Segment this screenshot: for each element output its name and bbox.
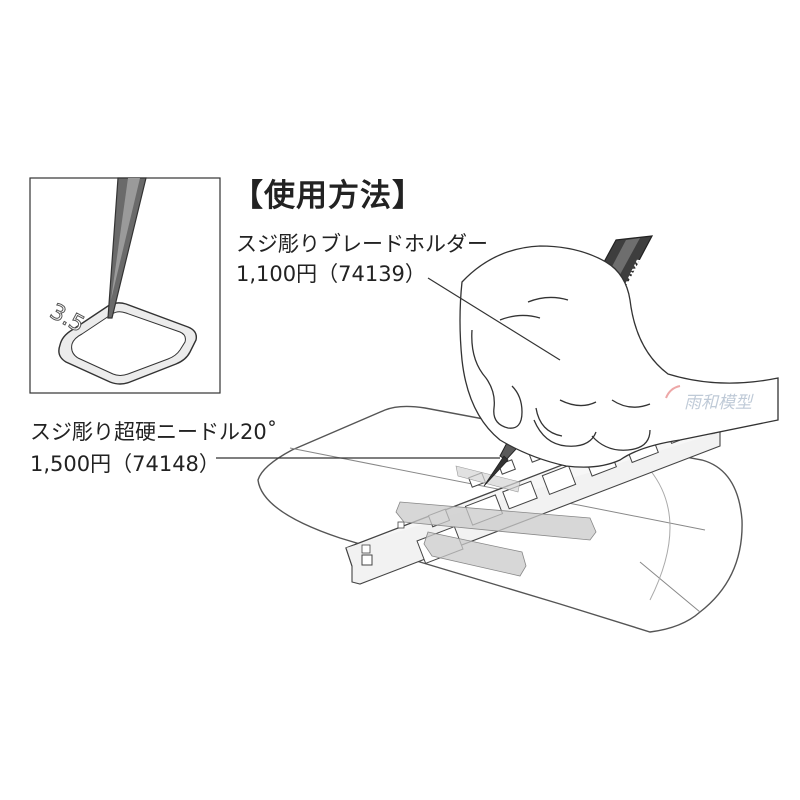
watermark: 雨和模型 bbox=[665, 385, 754, 413]
blade-holder-name: スジ彫りブレードホルダー bbox=[236, 232, 488, 256]
inset-detail: 3.5 bbox=[29, 177, 221, 394]
inset-template-square bbox=[58, 302, 198, 385]
needle-price: 1,500円（74148） bbox=[30, 452, 220, 476]
leader-lines bbox=[216, 277, 561, 459]
blade-holder-price: 1,100円（74139） bbox=[236, 262, 426, 286]
leader-line-blade-holder bbox=[427, 277, 561, 361]
watermark-text: 雨和模型 bbox=[684, 393, 754, 413]
needle-name: スジ彫り超硬ニードル20˚ bbox=[30, 420, 278, 444]
masking-tape bbox=[395, 465, 597, 577]
hand-illustration bbox=[459, 245, 779, 468]
usage-heading: 【使用方法】 bbox=[232, 178, 424, 214]
inset-needle-tip bbox=[107, 177, 147, 319]
